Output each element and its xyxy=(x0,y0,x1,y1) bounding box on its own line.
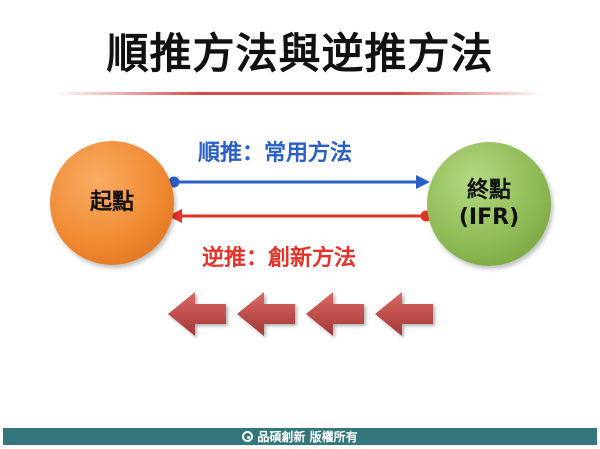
reverse-label: 逆推：創新方法 xyxy=(202,246,357,271)
reverse-arrow xyxy=(168,209,432,223)
chevron-arrow-icon xyxy=(237,292,295,336)
forward-arrow xyxy=(168,175,430,189)
footer-bar: 品碩創新 版權所有 xyxy=(3,428,597,445)
chevron-arrow-row xyxy=(168,292,433,336)
chevron-arrow-icon xyxy=(168,292,226,336)
forward-label: 順推：常用方法 xyxy=(198,141,353,166)
title-divider xyxy=(55,92,545,95)
chevron-arrow-icon xyxy=(306,292,364,336)
slide-title: 順推方法與逆推方法 xyxy=(106,29,494,78)
start-node: 起點 xyxy=(50,141,174,265)
reverse-arrowhead xyxy=(168,209,182,223)
end-node-sublabel: (IFR) xyxy=(458,205,520,230)
chevron-arrow-icon xyxy=(375,292,433,336)
forward-arrowhead xyxy=(416,175,430,189)
end-node: 終點 (IFR) xyxy=(427,142,551,266)
logo-icon xyxy=(242,431,254,442)
start-node-label: 起點 xyxy=(89,190,134,216)
end-node-label: 終點 xyxy=(466,177,511,203)
footer-text: 品碩創新 版權所有 xyxy=(257,430,358,444)
